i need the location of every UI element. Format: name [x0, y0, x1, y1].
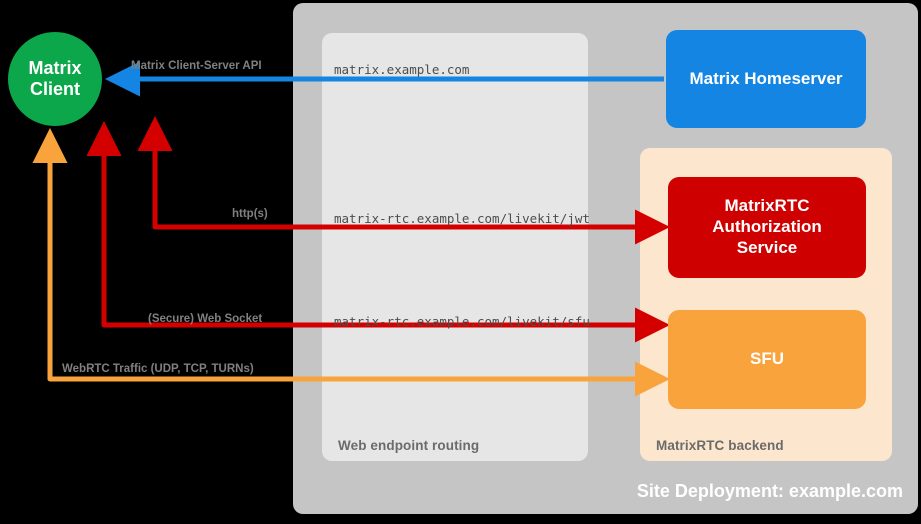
- node-matrix-homeserver-label: Matrix Homeserver: [689, 68, 843, 88]
- node-matrix-client-label-2: Client: [29, 79, 80, 99]
- node-matrixrtc-authorization-service[interactable]: MatrixRTC Authorization Service: [668, 177, 866, 278]
- web-endpoint-routing-container: [322, 33, 588, 461]
- endpoint-matrix-example-com: matrix.example.com: [334, 62, 470, 77]
- node-auth-label-3: Service: [736, 237, 798, 257]
- node-sfu-label: SFU: [750, 349, 784, 369]
- wire-https: [137, 115, 663, 230]
- node-auth-label-1: MatrixRTC: [724, 196, 810, 216]
- label-matrixrtc-backend: MatrixRTC backend: [656, 438, 784, 453]
- node-matrix-homeserver[interactable]: Matrix Homeserver: [666, 30, 866, 128]
- site-deployment-title: Site Deployment: example.com: [636, 481, 903, 501]
- node-matrix-client[interactable]: Matrix Client: [8, 32, 102, 126]
- node-matrix-client-label-1: Matrix: [28, 58, 82, 79]
- wire-label-matrix-client-server-api: Matrix Client-Server API: [131, 60, 262, 72]
- wire-label-secure-web-socket: (Secure) Web Socket: [148, 313, 263, 325]
- wire-label-webrtc-traffic: WebRTC Traffic (UDP, TCP, TURNs): [62, 363, 254, 375]
- wire-label-https: http(s): [232, 208, 268, 220]
- wire-webrtc-traffic: [32, 127, 663, 382]
- endpoint-livekit-jwt: matrix-rtc.example.com/livekit/jwt: [334, 211, 590, 226]
- wire-secure-web-socket: [86, 120, 663, 328]
- endpoint-livekit-sfu: matrix-rtc.example.com/livekit/sfu: [334, 314, 590, 329]
- label-web-endpoint-routing: Web endpoint routing: [338, 438, 480, 453]
- node-auth-label-2: Authorization: [712, 217, 822, 237]
- node-sfu[interactable]: SFU: [668, 310, 866, 409]
